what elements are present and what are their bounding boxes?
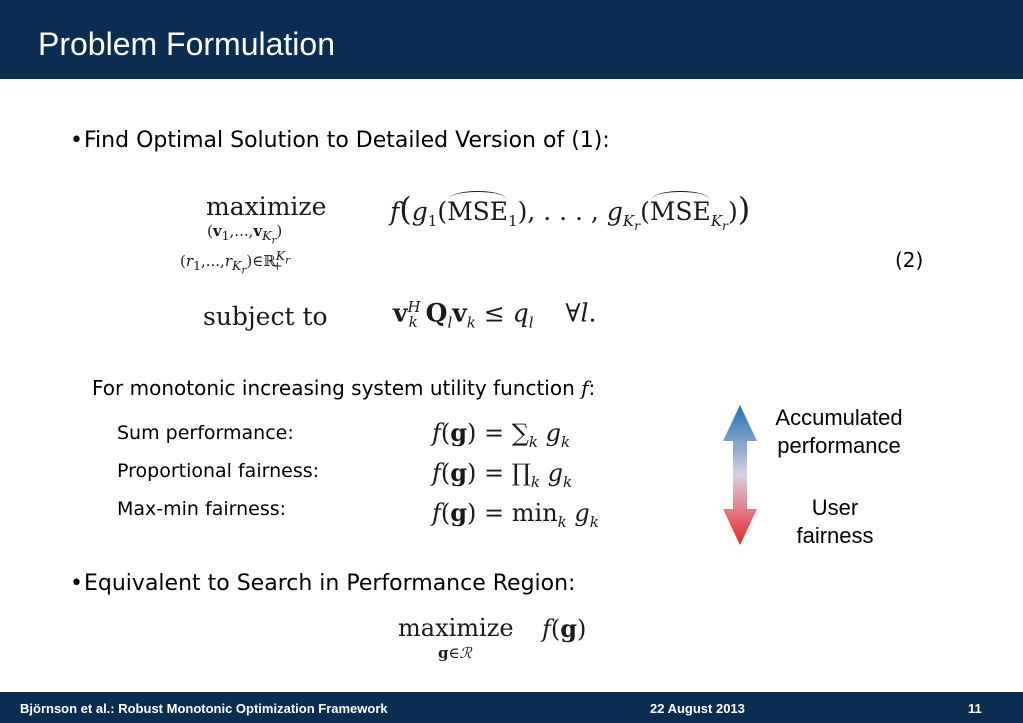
footer-authors: Björnson et al.: Robust Monotonic Optimi… — [20, 701, 388, 716]
utility-label-maxmin: Max-min fairness: — [117, 498, 287, 520]
bullet-2: • Equivalent to Search in Performance Re… — [70, 571, 576, 596]
utility-intro: For monotonic increasing system utility … — [92, 376, 596, 400]
subject-to-word: subject to — [203, 302, 328, 331]
constraint-expression: vHk Qlvk ≤ ql ∀l. — [393, 298, 597, 332]
header-bar: Problem Formulation — [0, 0, 1023, 79]
footer-page-number: 11 — [968, 701, 982, 716]
bullet-1-text: Find Optimal Solution to Detailed Versio… — [84, 128, 610, 153]
performance-fairness-arrow — [723, 405, 757, 545]
bullet-1: • Find Optimal Solution to Detailed Vers… — [70, 128, 610, 153]
footer-bar: Björnson et al.: Robust Monotonic Optimi… — [0, 692, 1023, 723]
sum-formula: f(g) = ∑k gk — [432, 418, 571, 451]
footer-date: 22 August 2013 — [650, 701, 745, 716]
bullet-2-text: Equivalent to Search in Performance Regi… — [84, 571, 576, 596]
equation-number: (2) — [895, 248, 924, 272]
bullet-dot: • — [70, 128, 83, 153]
region-maximize-word: maximize — [398, 614, 514, 642]
utility-label-sum: Sum performance: — [117, 422, 294, 444]
region-objective: f(g) — [542, 614, 587, 643]
accumulated-performance-label: Accumulated performance — [775, 405, 903, 458]
maximize-subscript-r: (r1,...,rKr)∈ℝKr+ — [180, 248, 291, 277]
objective-function: f(g1(MSE1), . . . , gKr(MSEKr)) — [390, 190, 751, 233]
utility-label-proportional: Proportional fairness: — [117, 460, 320, 482]
slide-title: Problem Formulation — [38, 26, 335, 62]
bullet-dot: • — [70, 571, 83, 596]
maximize-subscript-v: (v1,...,vKr) — [207, 222, 283, 247]
min-formula: f(g) = mink gk — [432, 498, 599, 531]
product-formula: f(g) = ∏k gk — [432, 458, 573, 491]
user-fairness-label: User fairness — [796, 495, 874, 548]
maximize-word: maximize — [206, 192, 327, 221]
region-subscript: g∈ℛ — [438, 644, 472, 662]
